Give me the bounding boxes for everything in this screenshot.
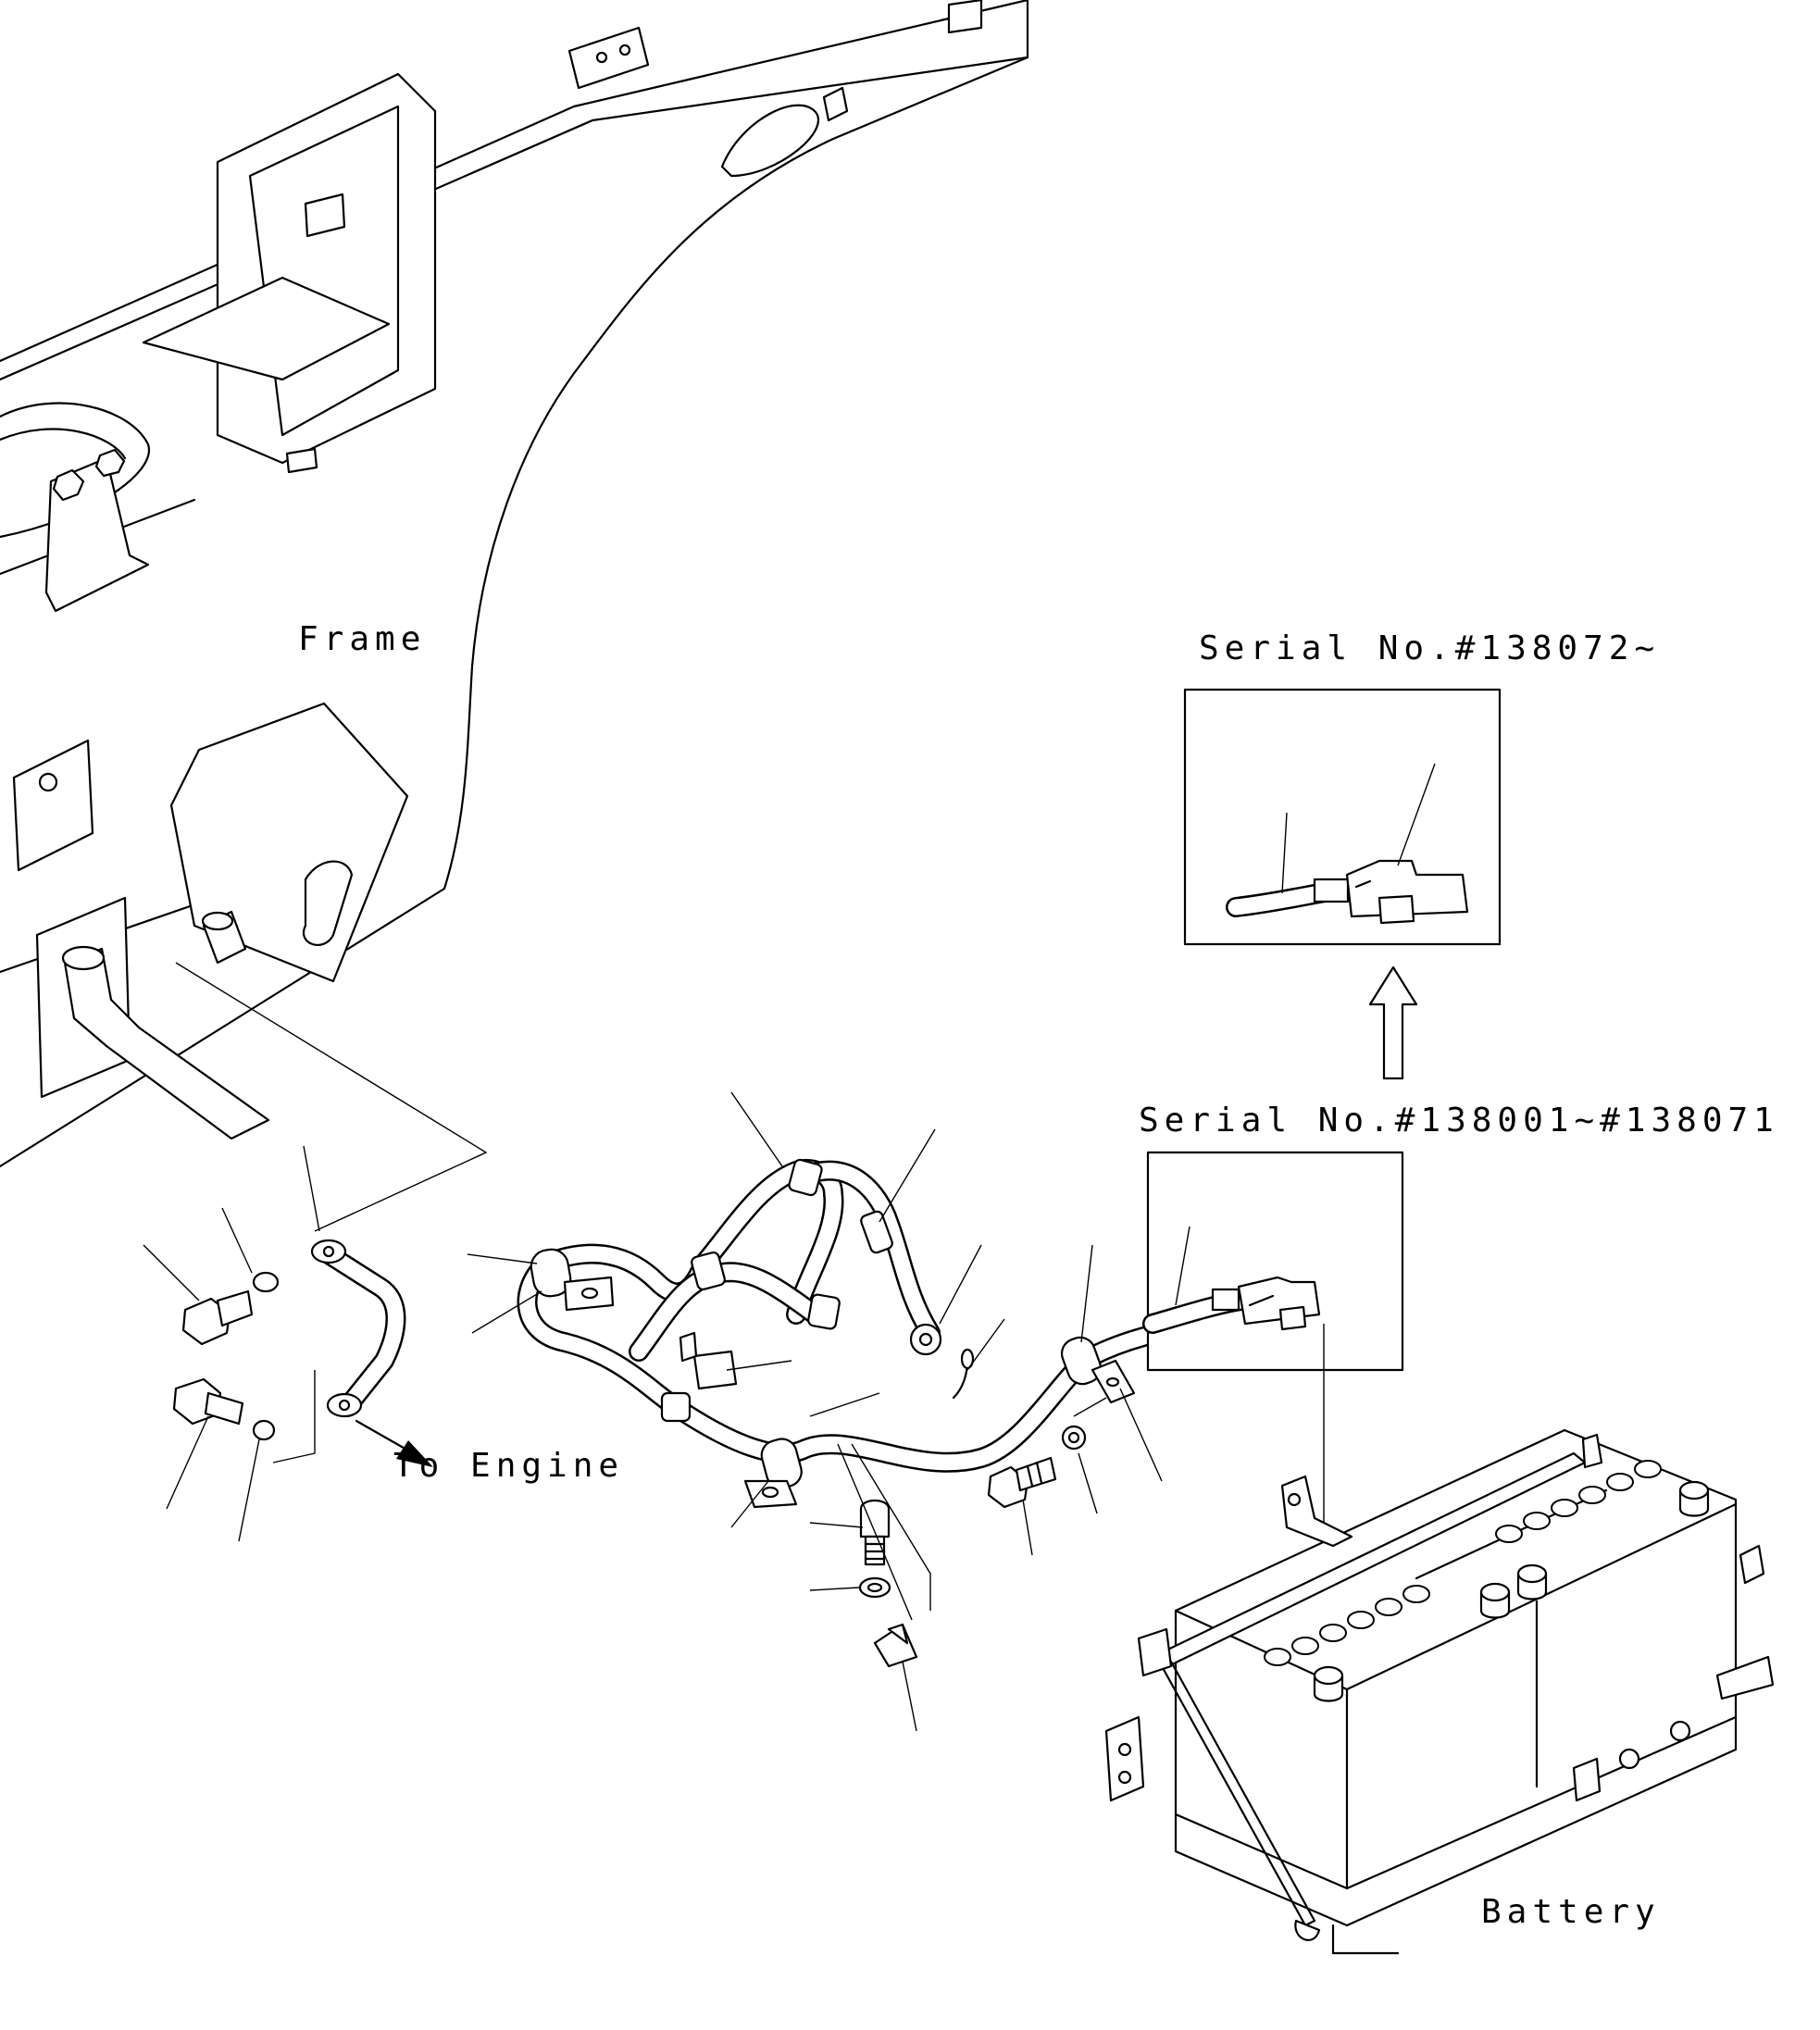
bolt xyxy=(172,1377,244,1426)
arrow-up-icon xyxy=(1368,965,1418,1080)
frame-structure xyxy=(0,0,1029,1168)
battery-assembly xyxy=(1104,1428,1775,1955)
battery-label: Battery xyxy=(1481,1893,1661,1931)
connector-detail-old xyxy=(1142,1151,1404,1685)
serial-new-label: Serial No.#138072~ xyxy=(1199,629,1660,667)
clip-mount-hardware xyxy=(858,1499,918,1668)
to-engine-label: To Engine xyxy=(393,1447,624,1485)
washer xyxy=(252,1419,276,1441)
washer xyxy=(252,1271,280,1293)
bolt xyxy=(181,1289,254,1346)
frame-label: Frame xyxy=(298,620,426,658)
connector-detail-new xyxy=(1183,688,1502,946)
arrow-right-down-icon xyxy=(355,1419,433,1467)
ground-cable-assembly xyxy=(172,1239,406,1441)
serial-old-label: Serial No.#138001~#138071 xyxy=(1139,1102,1779,1140)
battery-cable-harness xyxy=(517,1158,1232,1509)
battery-mount-hardware xyxy=(987,1425,1087,1509)
